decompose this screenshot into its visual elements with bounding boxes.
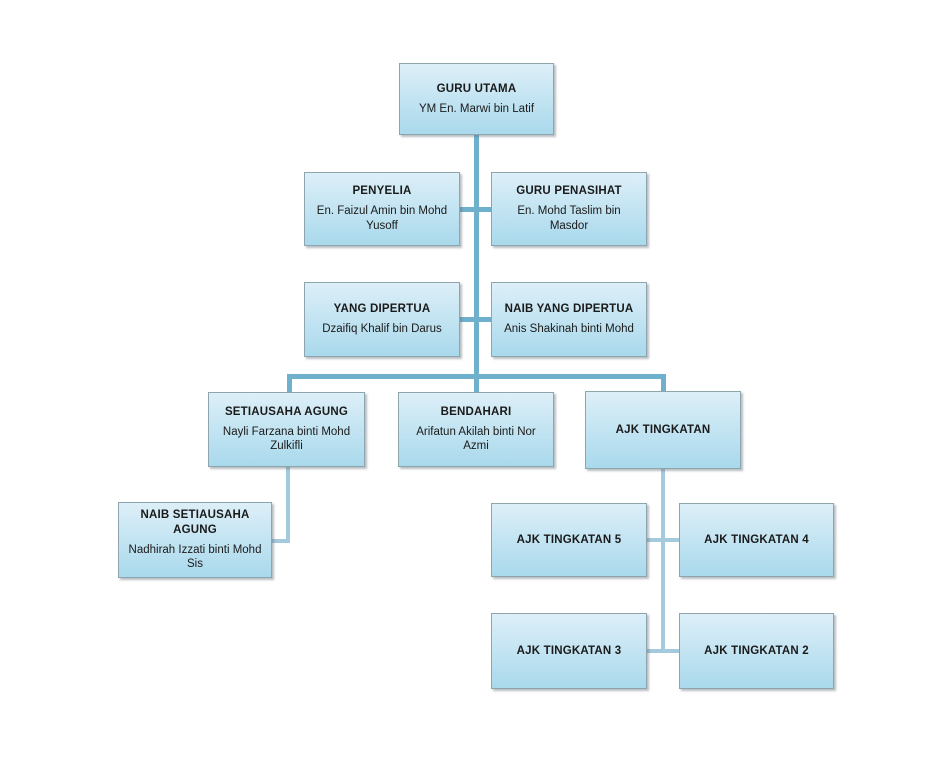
node-person-name: Arifatun Akilah binti Nor Azmi <box>416 425 536 453</box>
org-node-penyelia[interactable]: PENYELIA En. Faizul Amin bin Mohd Yusoff <box>304 172 460 246</box>
connector-row3-stub <box>460 317 491 322</box>
node-person-name: Anis Shakinah binti Mohd <box>504 323 634 335</box>
connector-branch-right-elbow <box>661 374 666 391</box>
org-node-ajk-tingkatan[interactable]: AJK TINGKATAN <box>585 391 741 469</box>
org-node-yang-dipertua[interactable]: YANG DIPERTUA Dzaifiq Khalif bin Darus <box>304 282 460 357</box>
org-node-naib-setiausaha-agung[interactable]: NAIB SETIAUSAHA AGUNG Nadhirah Izzati bi… <box>118 502 272 578</box>
connector-ajk4-stub <box>665 538 679 542</box>
node-title: NAIB SETIAUSAHA AGUNG <box>140 508 250 536</box>
org-node-setiausaha-agung[interactable]: SETIAUSAHA AGUNG Nayli Farzana binti Moh… <box>208 392 365 467</box>
org-node-ajk-tingkatan-2[interactable]: AJK TINGKATAN 2 <box>679 613 834 689</box>
org-node-ajk-tingkatan-5[interactable]: AJK TINGKATAN 5 <box>491 503 647 577</box>
node-title: AJK TINGKATAN 4 <box>704 533 809 546</box>
org-node-ajk-tingkatan-4[interactable]: AJK TINGKATAN 4 <box>679 503 834 577</box>
org-node-naib-yang-dipertua[interactable]: NAIB YANG DIPERTUA Anis Shakinah binti M… <box>491 282 647 357</box>
node-person-name: YM En. Marwi bin Latif <box>418 102 535 115</box>
node-title: AJK TINGKATAN 2 <box>704 644 809 657</box>
node-person-name: Dzaifiq Khalif bin Darus <box>322 323 442 335</box>
node-title: GURU PENASIHAT <box>516 185 622 198</box>
connector-branch-horizontal <box>287 374 666 379</box>
node-title: PENYELIA <box>352 185 412 198</box>
connector-ajk-spine <box>661 469 665 653</box>
connector-branch-left-elbow <box>287 374 292 392</box>
connector-row2-stub <box>460 207 491 212</box>
org-node-guru-penasihat[interactable]: GURU PENASIHAT En. Mohd Taslim bin Masdo… <box>491 172 647 246</box>
node-title: AJK TINGKATAN 5 <box>516 533 622 546</box>
node-title: GURU UTAMA <box>436 82 517 95</box>
connector-ajk2-stub <box>665 649 679 653</box>
org-node-guru-utama[interactable]: GURU UTAMA YM En. Marwi bin Latif <box>399 63 554 135</box>
node-title: AJK TINGKATAN <box>615 423 711 436</box>
node-title: AJK TINGKATAN 3 <box>516 644 622 657</box>
org-node-ajk-tingkatan-3[interactable]: AJK TINGKATAN 3 <box>491 613 647 689</box>
node-title: BENDAHARI <box>440 405 512 418</box>
connector-ajk3-stub <box>647 649 661 653</box>
node-person-name: En. Mohd Taslim bin Masdor <box>517 205 621 232</box>
org-node-bendahari[interactable]: BENDAHARI Arifatun Akilah binti Nor Azmi <box>398 392 554 467</box>
connector-ajk5-stub <box>647 538 661 542</box>
node-title: NAIB YANG DIPERTUA <box>504 303 634 316</box>
node-person-name: Nadhirah Izzati binti Mohd Sis <box>128 543 262 571</box>
node-title: SETIAUSAHA AGUNG <box>224 405 349 418</box>
node-title: YANG DIPERTUA <box>333 303 431 316</box>
connector-main-spine <box>474 135 479 392</box>
connector-naib-setiausaha-horizontal <box>272 539 290 543</box>
node-person-name: Nayli Farzana binti Mohd Zulkifli <box>222 425 351 453</box>
node-person-name: En. Faizul Amin bin Mohd Yusoff <box>316 205 448 232</box>
connector-naib-setiausaha-vertical <box>286 467 290 543</box>
